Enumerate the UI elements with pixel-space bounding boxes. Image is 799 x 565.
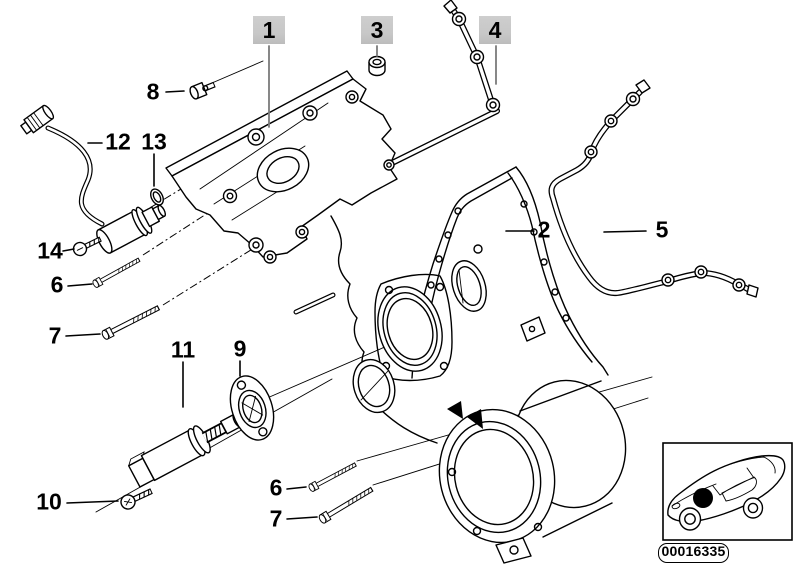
callout-9[interactable]: 9: [233, 335, 247, 362]
screw-8: [189, 81, 216, 100]
bolt-7-lower: [318, 485, 375, 524]
callout-12[interactable]: 12: [105, 128, 131, 155]
screw-14: [72, 236, 102, 257]
position-sensor: [20, 104, 167, 254]
upper-timing-cover: [165, 70, 398, 264]
callout-11[interactable]: 11: [170, 336, 196, 363]
callout-6-lower[interactable]: 6: [269, 474, 283, 501]
callout-3[interactable]: 3: [361, 16, 393, 44]
callout-10[interactable]: 10: [36, 488, 62, 515]
bolt-7-upper: [101, 303, 161, 340]
lower-timing-case: [293, 166, 627, 564]
mounting-flange: [229, 375, 275, 441]
diagram-id-plate: 00016335: [658, 543, 729, 563]
callout-7-upper[interactable]: 7: [48, 322, 62, 349]
callout-14[interactable]: 14: [37, 237, 63, 264]
leader-lines: [62, 45, 647, 520]
sealing-ring: [150, 188, 164, 206]
profile-gasket-upper: [383, 0, 501, 171]
callout-2[interactable]: 2: [537, 216, 551, 243]
callout-7-lower[interactable]: 7: [269, 505, 283, 532]
callout-1[interactable]: 1: [253, 16, 285, 44]
callout-6-upper[interactable]: 6: [50, 271, 64, 298]
profile-gasket-right: [548, 79, 759, 298]
callout-13[interactable]: 13: [141, 128, 167, 155]
bolt-6-lower: [308, 461, 358, 493]
car-location-inset: [662, 442, 793, 541]
screw-10: [120, 488, 153, 510]
sealing-cap: [368, 55, 386, 77]
callout-5[interactable]: 5: [655, 216, 669, 243]
part-location-dot: [693, 488, 713, 508]
bolt-6-upper: [92, 256, 142, 288]
callout-4[interactable]: 4: [479, 16, 511, 44]
callout-8[interactable]: 8: [146, 78, 160, 105]
solenoid-valve: [128, 413, 242, 488]
